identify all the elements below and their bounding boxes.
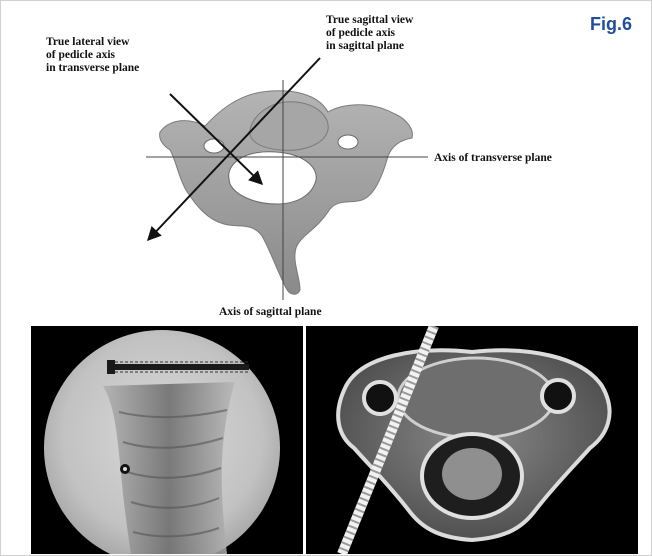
sagittal-view-annotation: True sagittal view of pedicle axis in sa… bbox=[326, 14, 413, 53]
fluoroscopy-image bbox=[31, 326, 303, 554]
sagittal-axis-label: Axis of sagittal plane bbox=[219, 306, 322, 319]
ct-scan-image bbox=[306, 326, 638, 554]
lateral-view-annotation: True lateral view of pedicle axis in tra… bbox=[46, 36, 139, 75]
transverse-axis-label: Axis of transverse plane bbox=[434, 152, 552, 165]
